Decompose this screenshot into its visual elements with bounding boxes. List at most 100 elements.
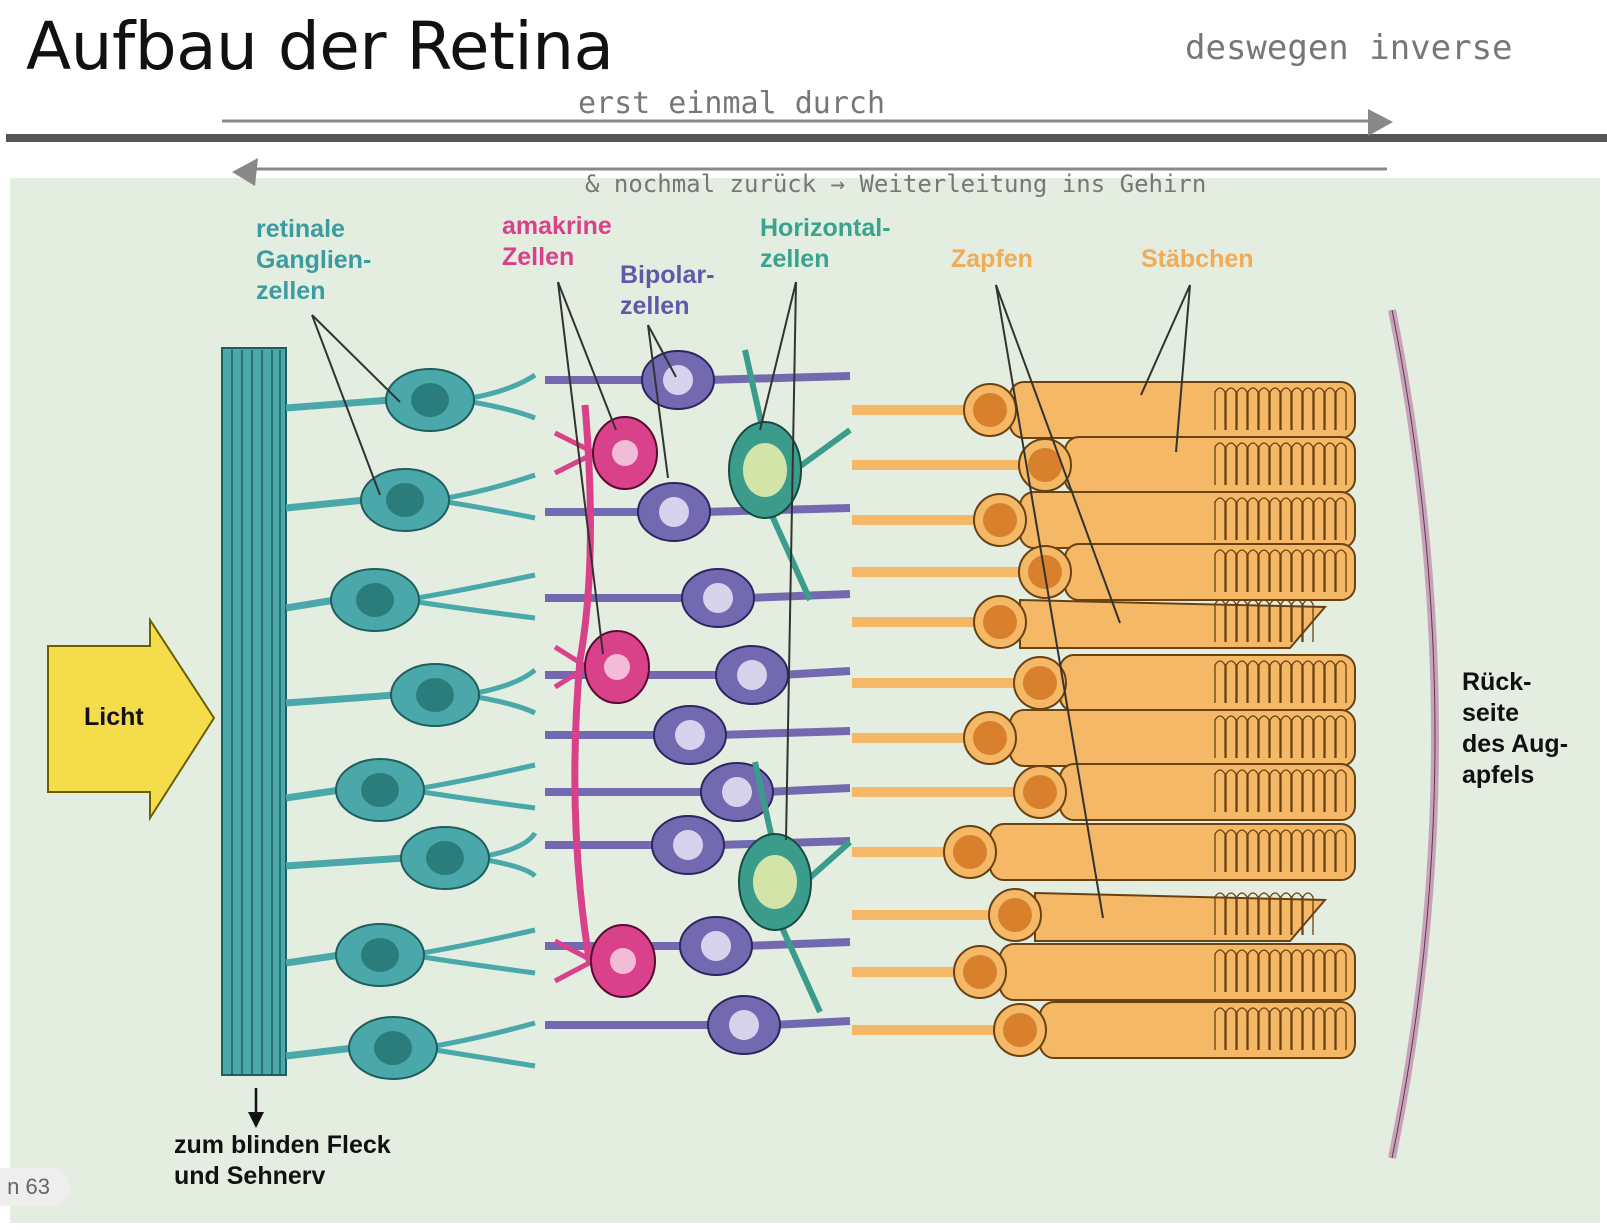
- ganglion-dendrite: [409, 762, 536, 811]
- disc-stack: [1280, 599, 1292, 642]
- disc-stack: [1225, 497, 1237, 540]
- disc-stack: [1247, 829, 1259, 872]
- disc-stack: [1247, 715, 1259, 758]
- disc-stack: [1313, 715, 1325, 758]
- disc-stack: [1225, 715, 1237, 758]
- disc-stack: [1258, 1007, 1270, 1050]
- disc-stack: [1313, 387, 1325, 430]
- bipolar-dendrite: [717, 727, 851, 739]
- disc-stack: [1302, 660, 1314, 703]
- disc-stack: [1247, 892, 1259, 935]
- disc-stack: [1225, 660, 1237, 703]
- disc-stack: [1269, 387, 1281, 430]
- disc-stack: [1280, 1007, 1292, 1050]
- disc-stack: [1214, 442, 1226, 485]
- disc-stack: [1247, 442, 1259, 485]
- ganglion-axon: [285, 854, 406, 870]
- disc-stack: [1291, 715, 1303, 758]
- photoreceptor-nucleus: [1023, 775, 1057, 809]
- bipolar-nucleus: [675, 720, 705, 750]
- photoreceptor-nucleus: [1003, 1013, 1037, 1047]
- label-light: Licht: [84, 703, 144, 731]
- photoreceptor-nucleus: [983, 605, 1017, 639]
- bipolar-dendrite: [743, 938, 851, 950]
- disc-stack: [1214, 1007, 1226, 1050]
- ganglion-axon: [285, 596, 336, 612]
- disc-stack: [1258, 549, 1270, 592]
- disc-stack: [1313, 549, 1325, 592]
- disc-stack: [1258, 949, 1270, 992]
- disc-stack: [1214, 829, 1226, 872]
- ganglion-axon: [285, 786, 341, 802]
- page-indicator[interactable]: n 63: [0, 1168, 70, 1206]
- disc-stack: [1335, 715, 1347, 758]
- disc-stack: [1302, 549, 1314, 592]
- disc-stack: [1214, 549, 1226, 592]
- disc-stack: [1302, 892, 1314, 935]
- disc-stack: [1313, 1007, 1325, 1050]
- disc-stack: [1291, 892, 1303, 935]
- disc-stack: [1280, 769, 1292, 812]
- disc-stack: [1335, 949, 1347, 992]
- label-pointer-line: [1140, 284, 1191, 396]
- photoreceptor-nucleus: [998, 898, 1032, 932]
- disc-stack: [1291, 769, 1303, 812]
- disc-stack: [1324, 1007, 1336, 1050]
- disc-stack: [1291, 829, 1303, 872]
- disc-stack: [1302, 442, 1314, 485]
- disc-stack: [1324, 549, 1336, 592]
- ganglion-axon: [285, 396, 391, 412]
- ganglion-nucleus: [416, 678, 454, 712]
- disc-stack: [1302, 949, 1314, 992]
- disc-stack: [1269, 549, 1281, 592]
- disc-stack: [1236, 387, 1248, 430]
- disc-stack: [1247, 769, 1259, 812]
- photoreceptor-nucleus: [1028, 448, 1062, 482]
- disc-stack: [1291, 660, 1303, 703]
- ganglion-axon: [285, 951, 341, 967]
- disc-stack: [1324, 829, 1336, 872]
- bipolar-dendrite: [764, 784, 851, 796]
- rod-outer-segment: [1059, 763, 1356, 821]
- disc-stack: [1236, 549, 1248, 592]
- disc-stack: [1302, 497, 1314, 540]
- disc-stack: [1324, 715, 1336, 758]
- disc-stack: [1225, 442, 1237, 485]
- ganglion-axon: [285, 1044, 354, 1060]
- rod-outer-segment: [1059, 654, 1356, 712]
- disc-stack: [1258, 715, 1270, 758]
- disc-stack: [1258, 442, 1270, 485]
- disc-stack: [1291, 599, 1303, 642]
- disc-stack: [1269, 715, 1281, 758]
- disc-stack: [1225, 829, 1237, 872]
- disc-stack: [1302, 1007, 1314, 1050]
- disc-stack: [1225, 599, 1237, 642]
- disc-stack: [1280, 497, 1292, 540]
- amacrine-dendrite: [553, 430, 597, 476]
- amacrine-dendrite: [553, 644, 589, 690]
- disc-stack: [1313, 829, 1325, 872]
- photoreceptor-nucleus: [973, 393, 1007, 427]
- disc-stack: [1258, 387, 1270, 430]
- label-bipolar-cells: Bipolar- zellen: [620, 261, 715, 320]
- disc-stack: [1236, 442, 1248, 485]
- disc-stack: [1280, 549, 1292, 592]
- disc-stack: [1269, 1007, 1281, 1050]
- disc-stack: [1247, 660, 1259, 703]
- disc-stack: [1225, 1007, 1237, 1050]
- label-horizontal-cells: Horizontal- zellen: [760, 214, 891, 273]
- optic-nerve-arrow-head: [248, 1112, 264, 1128]
- disc-stack: [1269, 949, 1281, 992]
- disc-stack: [1269, 829, 1281, 872]
- disc-stack: [1247, 599, 1259, 642]
- disc-stack: [1247, 387, 1259, 430]
- disc-stack: [1214, 387, 1226, 430]
- disc-stack: [1313, 949, 1325, 992]
- disc-stack: [1335, 660, 1347, 703]
- horizontal-nucleus: [743, 443, 787, 497]
- bipolar-nucleus: [701, 931, 731, 961]
- disc-stack: [1335, 549, 1347, 592]
- disc-stack: [1258, 660, 1270, 703]
- ganglion-dendrite: [434, 472, 536, 521]
- horizontal-nucleus: [753, 855, 797, 909]
